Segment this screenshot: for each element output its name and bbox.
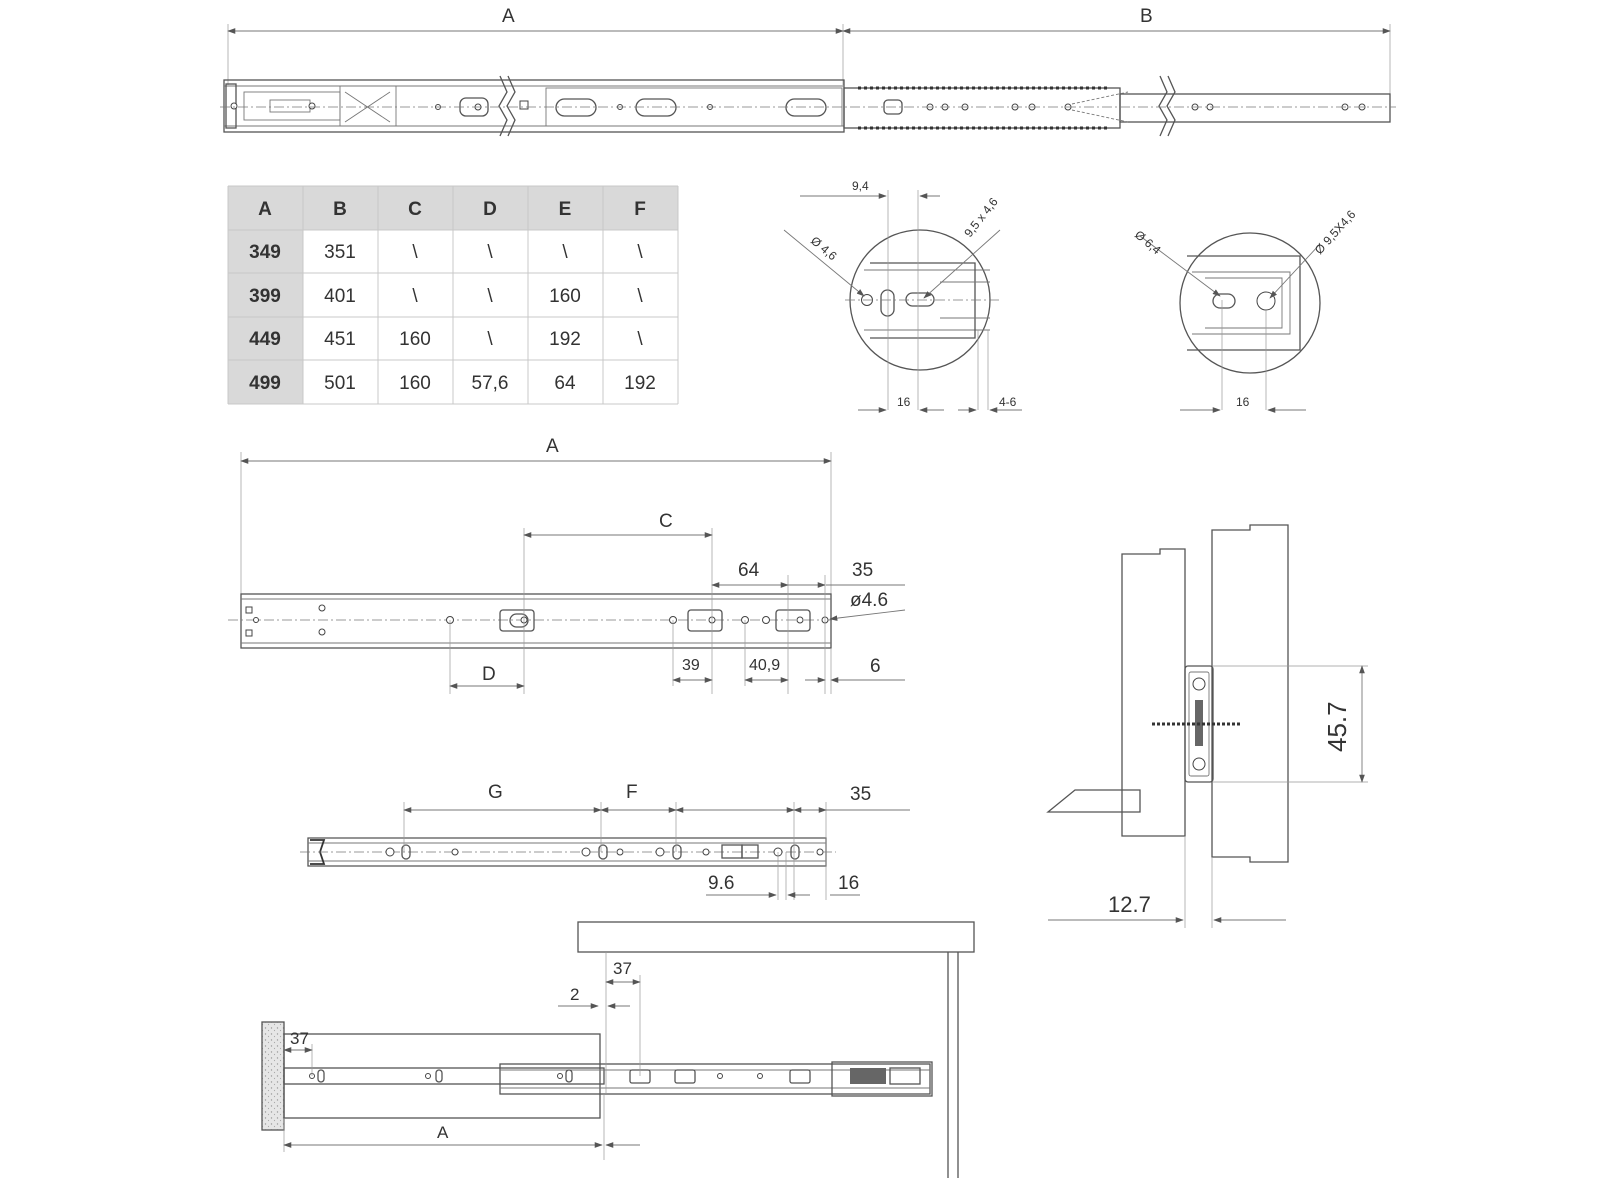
cab-dim-64: 64 <box>738 560 760 581</box>
table-cell: 449 <box>249 329 281 350</box>
table-cell: 349 <box>249 242 281 263</box>
table-header-d: D <box>483 199 497 220</box>
drw-dim-35: 35 <box>850 784 871 805</box>
table-cell: 401 <box>324 286 356 307</box>
cab-dim-c: C <box>659 511 673 532</box>
drawer-bottom <box>1046 789 1141 813</box>
table-cell: 501 <box>324 373 356 394</box>
cab-dim-6: 6 <box>870 656 881 677</box>
section-dim-12-7: 12.7 <box>1108 892 1151 917</box>
cabinet-rail-installed <box>499 1063 931 1095</box>
inst-dim-37-top: 37 <box>613 959 632 978</box>
table-cell: 160 <box>549 286 581 307</box>
inst-dim-37-left: 37 <box>290 1029 309 1048</box>
top-dim-label-b: B <box>1140 6 1153 27</box>
table-header-a: A <box>258 199 272 220</box>
drawer-member-drawing: G F 35 9.6 16 <box>300 782 910 900</box>
table-cell: \ <box>637 286 643 307</box>
dim-16-right: 16 <box>1236 395 1250 409</box>
table-cell: \ <box>637 242 643 263</box>
top-view-slide: A B <box>220 6 1396 137</box>
table-cell: \ <box>487 242 493 263</box>
drw-dim-9-6: 9.6 <box>708 873 734 894</box>
inst-dim-a: A <box>437 1123 449 1142</box>
table-cell: 192 <box>549 329 581 350</box>
table-cell: \ <box>487 286 493 307</box>
inst-dim-2: 2 <box>570 985 579 1004</box>
drawer-front <box>261 1021 285 1131</box>
table-cell: \ <box>562 242 568 263</box>
drw-dim-16: 16 <box>838 873 859 894</box>
table-cell: 351 <box>324 242 356 263</box>
cabinet-rail <box>240 593 832 649</box>
table-cell: \ <box>412 242 418 263</box>
dim-dia-9-5x4-6: Ø 9,5X4,6 <box>1312 207 1359 257</box>
dim-4-6: 4-6 <box>999 395 1017 409</box>
cabinet-member-drawing: A C 64 35 ø4 <box>228 436 906 694</box>
table-header-b: B <box>333 199 347 220</box>
detail-view-left: 9,4 Ø 4,6 9,5 x 4,6 16 4-6 <box>783 179 1022 413</box>
table-cell: 499 <box>249 373 281 394</box>
cab-dim-dia-4-6: ø4.6 <box>850 590 888 611</box>
cabinet-top-panel <box>577 921 975 953</box>
drawer-side-panel <box>1121 548 1186 837</box>
top-dim-label-a: A <box>502 6 515 27</box>
table-header-f: F <box>634 199 646 220</box>
cab-dim-35: 35 <box>852 560 873 581</box>
table-cell: 64 <box>554 373 576 394</box>
dim-9-4: 9,4 <box>852 179 869 193</box>
cross-section-drawing: 45.7 12.7 <box>1046 524 1368 928</box>
section-dim-45-7: 45.7 <box>1322 701 1352 752</box>
drw-dim-f: F <box>626 782 638 803</box>
dim-16-left: 16 <box>897 395 911 409</box>
cabinet-side-panel <box>1211 524 1289 863</box>
detail-circle-right <box>1179 232 1321 374</box>
table-header-e: E <box>559 199 572 220</box>
table-cell: 399 <box>249 286 281 307</box>
table-cell: \ <box>412 286 418 307</box>
table-cell: 160 <box>399 329 431 350</box>
table-header-c: C <box>408 199 422 220</box>
spec-table: A B C D E F 349 351 \ \ \ \ 399 401 \ \ … <box>227 185 679 405</box>
table-cell: \ <box>637 329 643 350</box>
cab-dim-40-9: 40,9 <box>749 657 780 674</box>
installation-drawing: 37 2 37 A <box>261 921 975 1178</box>
dim-9-5x4-6: 9,5 x 4,6 <box>961 195 1001 240</box>
dim-dia-6-4: Ø 6,4 <box>1132 228 1164 258</box>
table-cell: \ <box>487 329 493 350</box>
cab-dim-d: D <box>482 664 496 685</box>
table-cell: 192 <box>624 373 656 394</box>
detail-view-right: Ø 6,4 Ø 9,5X4,6 16 <box>1132 207 1359 413</box>
drw-dim-g: G <box>488 782 503 803</box>
cab-dim-39: 39 <box>682 657 700 674</box>
table-cell: 160 <box>399 373 431 394</box>
table-cell: 57,6 <box>472 373 509 394</box>
drawer-rail-installed <box>283 1067 605 1085</box>
dim-dia-4-6: Ø 4,6 <box>808 234 840 264</box>
cab-dim-a: A <box>546 436 559 457</box>
table-cell: 451 <box>324 329 356 350</box>
